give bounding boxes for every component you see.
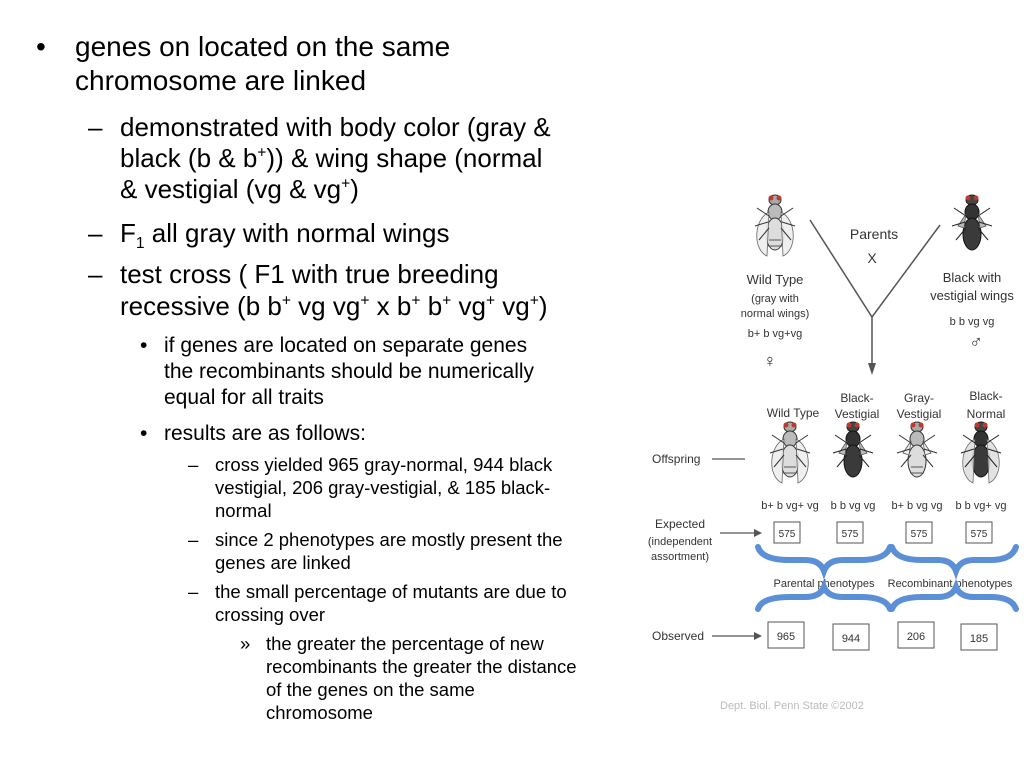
sub-bullet-text: test cross ( F1 with true breeding xyxy=(120,259,499,289)
level5-text: recombinants the greater the distance xyxy=(266,656,577,677)
offspring-black-normal-label: Normal xyxy=(967,407,1006,421)
expected-box xyxy=(905,521,933,544)
dash-marker: – xyxy=(88,218,103,248)
expected-desc: (independent xyxy=(648,536,712,548)
sub-bullet-text: black (b & b+)) & wing shape (normal xyxy=(120,143,543,173)
black-vestigial-fly-icon xyxy=(951,194,993,251)
offspring-black-vestigial-label: Black- xyxy=(840,391,873,405)
female-symbol: ♀ xyxy=(763,351,777,371)
wild-type-fly-icon xyxy=(754,194,796,257)
observed-box xyxy=(832,623,870,651)
offspring-black-vestigial-fly-icon xyxy=(832,421,874,478)
expected-box xyxy=(965,521,993,544)
offspring-wild-fly-icon xyxy=(769,421,811,484)
recombinant-bracket-lower xyxy=(889,578,1019,612)
dash-marker: – xyxy=(88,112,103,142)
observed-value: 206 xyxy=(907,631,925,643)
level5-text: chromosome xyxy=(266,702,373,723)
observed-box xyxy=(960,623,998,651)
bullet-marker: • xyxy=(140,422,148,445)
level5-text: the greater the percentage of new xyxy=(266,633,544,654)
offspring-wild-label: Wild Type xyxy=(767,406,820,420)
offspring-gray-vestigial-label: Gray- xyxy=(904,391,934,405)
level4-text: since 2 phenotypes are mostly present th… xyxy=(215,529,563,550)
observed-box xyxy=(767,621,805,649)
offspring-genotype: b b vg+ vg xyxy=(955,500,1006,512)
expected-box xyxy=(773,521,801,544)
dash-marker: – xyxy=(88,259,103,289)
bullet-marker: • xyxy=(140,334,148,357)
sub-sub-bullet-text: if genes are located on separate genes xyxy=(164,334,528,357)
sub-sub-bullet-text: the recombinants should be numerically xyxy=(164,360,535,383)
level4-text: cross yielded 965 gray-normal, 944 black xyxy=(215,454,553,475)
black-vestigial-label: Black with xyxy=(943,270,1002,285)
offspring-genotype: b+ b vg vg xyxy=(891,500,942,512)
sub-bullet-text: demonstrated with body color (gray & xyxy=(120,112,551,142)
observed-label: Observed xyxy=(652,629,704,643)
wild-type-desc: normal wings) xyxy=(741,308,809,320)
expected-desc: assortment) xyxy=(651,551,709,563)
black-vestigial-label: vestigial wings xyxy=(930,288,1014,303)
dash-marker: – xyxy=(188,529,199,550)
recombinant-phenotypes-label: Recombinant phenotypes xyxy=(888,578,1013,590)
diagram-credit: Dept. Biol. Penn State ©2002 xyxy=(720,700,864,712)
cross-diagram: Parents X Wild Type (gray with normal wi… xyxy=(648,194,1019,712)
sub-bullet-text: & vestigial (vg & vg+) xyxy=(120,174,359,204)
sub-bullet-text: recessive (b b+ vg vg+ x b+ b+ vg+ vg+) xyxy=(120,291,548,321)
offspring-label: Offspring xyxy=(652,452,700,466)
offspring-gray-vestigial-fly-icon xyxy=(896,421,938,478)
sub-sub-bullet-text: equal for all traits xyxy=(164,386,324,409)
expected-value: 575 xyxy=(842,529,859,540)
raquo-marker: » xyxy=(240,633,251,654)
bullet-text: genes on located on the same xyxy=(75,31,451,62)
black-vestigial-genotype: b b vg vg xyxy=(950,316,995,328)
parental-bracket xyxy=(755,544,893,580)
observed-value: 965 xyxy=(777,631,795,643)
bullet-text: chromosome are linked xyxy=(75,65,367,96)
parental-bracket-lower xyxy=(755,578,893,612)
observed-value: 944 xyxy=(842,633,860,645)
sub-bullet-text: F1 all gray with normal wings xyxy=(120,218,450,253)
expected-box xyxy=(836,521,864,544)
expected-value: 575 xyxy=(971,529,988,540)
cross-arrow-head xyxy=(868,363,876,375)
wild-type-desc: (gray with xyxy=(751,293,799,305)
bullet-marker: • xyxy=(36,31,46,62)
cross-symbol: X xyxy=(867,250,877,266)
expected-value: 575 xyxy=(911,529,928,540)
expected-value: 575 xyxy=(779,529,796,540)
observed-arrow-head xyxy=(754,632,762,640)
male-symbol: ♂ xyxy=(969,332,983,352)
sub-sub-bullet-text: results are as follows: xyxy=(164,422,366,445)
wild-type-label: Wild Type xyxy=(747,272,804,287)
dash-marker: – xyxy=(188,454,199,475)
level4-text: normal xyxy=(215,500,272,521)
level4-text: genes are linked xyxy=(215,552,351,573)
recombinant-bracket xyxy=(889,544,1019,580)
observed-value: 185 xyxy=(970,633,988,645)
expected-label: Expected xyxy=(655,517,705,531)
observed-box xyxy=(897,621,935,649)
dash-marker: – xyxy=(188,581,199,602)
offspring-black-normal-label: Black- xyxy=(969,389,1002,403)
offspring-genotype: b b vg vg xyxy=(831,500,876,512)
offspring-gray-vestigial-label: Vestigial xyxy=(897,407,942,421)
level4-text: crossing over xyxy=(215,604,326,625)
offspring-black-normal-fly-icon xyxy=(960,421,1002,484)
wild-type-genotype: b+ b vg+vg xyxy=(748,328,802,340)
level5-text: of the genes on the same xyxy=(266,679,475,700)
offspring-black-vestigial-label: Vestigial xyxy=(835,407,880,421)
level4-text: the small percentage of mutants are due … xyxy=(215,581,567,602)
parents-label: Parents xyxy=(850,226,898,242)
offspring-genotype: b+ b vg+ vg xyxy=(761,500,819,512)
level4-text: vestigial, 206 gray-vestigial, & 185 bla… xyxy=(215,477,551,498)
expected-arrow-head xyxy=(754,529,762,537)
